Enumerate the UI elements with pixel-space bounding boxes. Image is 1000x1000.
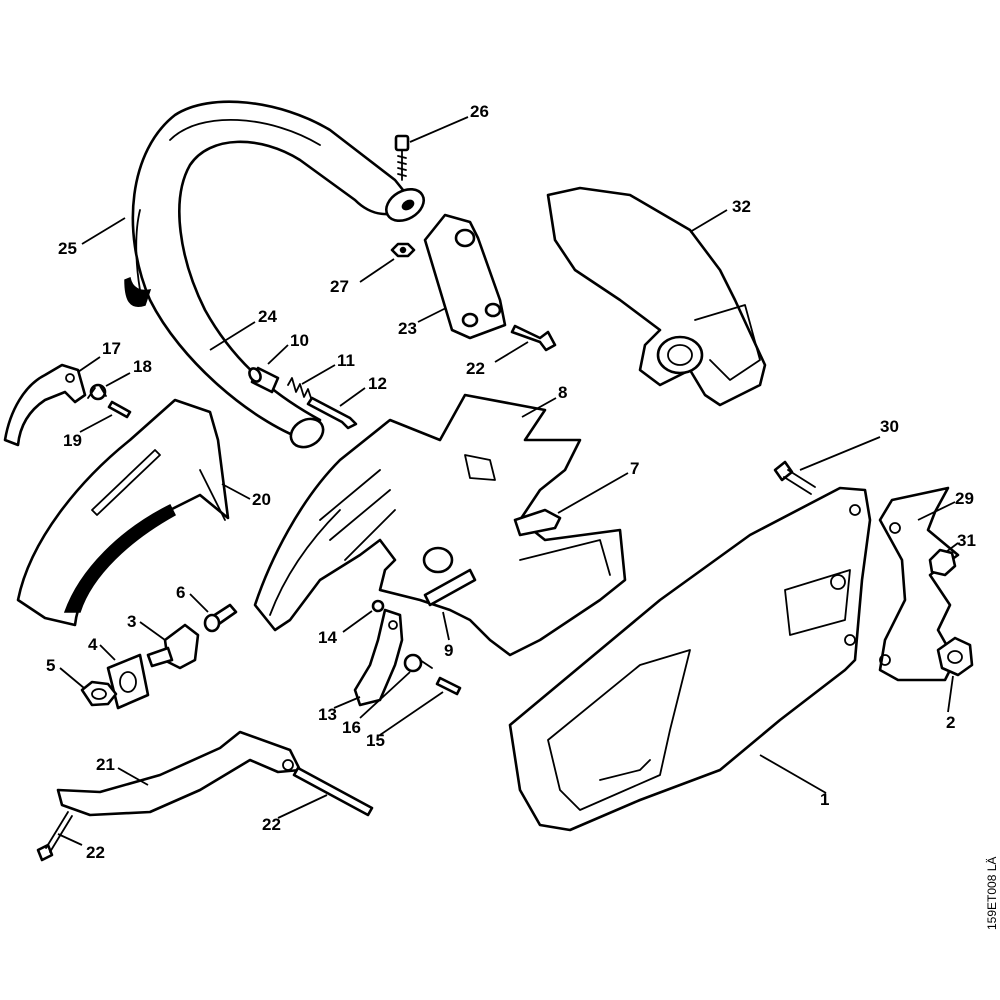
callout-12: 12 (368, 374, 387, 393)
callout-19: 19 (63, 431, 82, 450)
callout-13: 13 (318, 705, 337, 724)
part-lever-17 (3, 363, 87, 447)
part-front-handlebar (124, 100, 425, 449)
part-sprocket-cover-1 (508, 486, 872, 832)
part-screw-6 (203, 603, 238, 633)
callout-31: 31 (957, 531, 976, 550)
part-nut-2 (936, 636, 974, 677)
callout-6: 6 (176, 583, 185, 602)
part-housing-9 (253, 393, 627, 657)
callout-2: 2 (946, 713, 955, 732)
part-lever-13 (353, 608, 404, 707)
part-screw-22-lower (36, 811, 73, 862)
part-handle-21 (56, 730, 302, 817)
part-sleeve-10 (248, 366, 280, 394)
callout-4: 4 (88, 635, 98, 654)
part-pin-19 (107, 400, 132, 419)
callout-30: 30 (880, 417, 899, 436)
part-pin-14 (371, 599, 385, 613)
callout-3: 3 (127, 612, 136, 631)
part-spring-11 (287, 377, 313, 402)
callout-29: 29 (955, 489, 974, 508)
callout-1: 1 (820, 790, 829, 809)
callout-10: 10 (290, 331, 309, 350)
part-pin-23 (292, 766, 374, 817)
part-nut-5 (80, 680, 118, 707)
callout-labels: 26 25 27 23 22 32 24 10 11 12 17 18 19 2… (46, 102, 999, 930)
callout-28: 27 (330, 277, 349, 296)
callout-16: 16 (342, 718, 361, 737)
part-spring-18 (87, 383, 107, 401)
callout-23: 22 (262, 815, 281, 834)
callout-22-upper: 22 (466, 359, 485, 378)
callout-21: 21 (96, 755, 115, 774)
callout-32: 32 (732, 197, 751, 216)
part-spring-16 (403, 653, 433, 673)
callout-5: 5 (46, 656, 55, 675)
part-nut-31 (928, 548, 957, 577)
part-nut-28 (390, 242, 416, 258)
callout-15: 15 (366, 731, 385, 750)
part-bumper-29 (878, 486, 960, 682)
callout-27: 26 (470, 102, 489, 121)
part-pin-7 (513, 508, 562, 537)
drawing-code: 159ET008 LÄ (985, 857, 999, 930)
part-bolt-12 (306, 396, 358, 430)
part-screw-22-upper (510, 324, 557, 352)
part-pin-15 (435, 676, 462, 696)
callout-11: 11 (337, 351, 355, 370)
callout-18: 18 (133, 357, 152, 376)
part-plate-4 (106, 653, 150, 710)
part-guard-32 (546, 186, 767, 407)
part-bracket-24 (423, 213, 507, 340)
callout-25: 24 (258, 307, 277, 326)
callout-26: 25 (58, 239, 77, 258)
callout-24: 23 (398, 319, 417, 338)
callout-14: 14 (318, 628, 337, 647)
callout-17: 17 (102, 339, 121, 358)
callout-22-lower: 22 (86, 843, 105, 862)
part-handle-cover-20 (16, 398, 230, 627)
callout-8: 8 (558, 383, 567, 402)
callout-9: 9 (444, 641, 453, 660)
callout-7: 7 (630, 459, 639, 478)
part-screw-30 (773, 460, 816, 495)
part-switch-3 (146, 623, 200, 670)
part-screw-27 (394, 134, 410, 181)
leader-lines (57, 116, 959, 846)
callout-20: 20 (252, 490, 271, 509)
